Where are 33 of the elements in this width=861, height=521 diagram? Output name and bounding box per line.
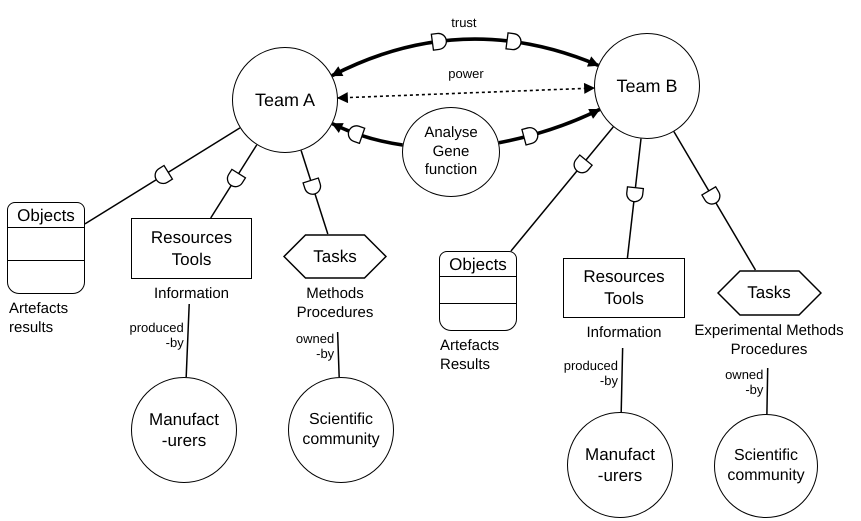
actor-circle: Manufact -urers bbox=[567, 412, 673, 518]
node-caption: Methods Procedures bbox=[296, 284, 374, 322]
object-box: Objects bbox=[439, 251, 517, 331]
task-hexagon: Tasks bbox=[716, 270, 822, 316]
arrow bbox=[331, 37, 600, 78]
arrow bbox=[498, 108, 600, 145]
actor-circle: Scientific community bbox=[288, 377, 394, 483]
actor-circle: Team A bbox=[232, 47, 338, 153]
connector-line bbox=[673, 131, 756, 270]
object-box: Objects bbox=[7, 202, 85, 294]
resource-box: Resources Tools bbox=[131, 218, 252, 279]
task-hexagon: Tasks bbox=[283, 234, 387, 279]
connector-line bbox=[626, 138, 642, 258]
node-caption: Information bbox=[586, 323, 662, 342]
node-caption: Experimental Methods Procedures bbox=[693, 321, 845, 359]
goal-ellipse: Analyse Gene function bbox=[402, 107, 500, 197]
connector-line bbox=[510, 126, 614, 252]
connector-line bbox=[84, 127, 240, 224]
node-caption: Artefacts results bbox=[8, 299, 70, 337]
connector-line bbox=[210, 144, 258, 218]
actor-circle: Scientific community bbox=[714, 414, 818, 518]
actor-circle: Team B bbox=[594, 33, 700, 139]
arrow bbox=[331, 122, 403, 147]
node-caption: Artefacts Results bbox=[439, 336, 500, 374]
resource-box: Resources Tools bbox=[563, 258, 685, 318]
connector-line bbox=[185, 304, 190, 378]
connector-line bbox=[300, 150, 329, 234]
node-caption: Information bbox=[154, 284, 230, 303]
connector-line bbox=[336, 332, 340, 378]
actor-circle: Manufact -urers bbox=[131, 377, 237, 483]
connector-line bbox=[766, 368, 768, 414]
arrow bbox=[336, 82, 596, 104]
connector-line bbox=[620, 348, 624, 412]
